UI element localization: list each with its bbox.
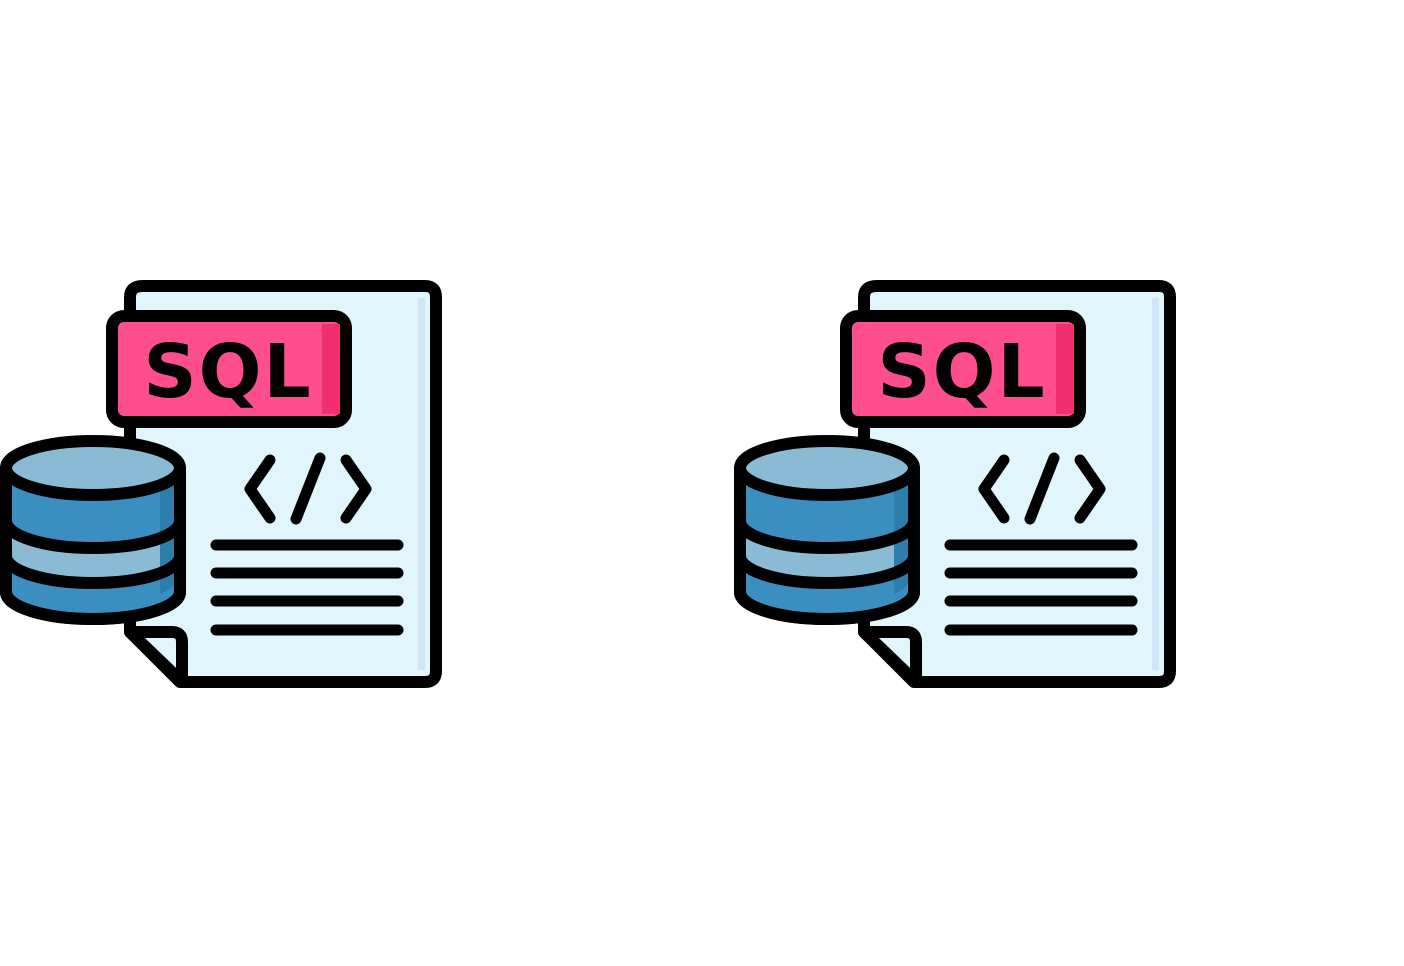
sql-file-icon-right: SQL [734,276,1179,691]
sql-label-text: SQL [877,329,1046,415]
sql-label-bg [106,310,352,428]
document-edge-shade [418,298,425,670]
text-lines-icon [944,539,1138,636]
folded-corner [124,626,188,688]
code-icon [978,452,1106,525]
sql-label-text: SQL [143,329,312,415]
sql-database-file-icon: SQL [0,280,442,688]
sql-label-bg [840,310,1086,428]
folded-corner [858,626,922,688]
document-edge-shade [1152,298,1159,670]
database-icon [0,435,186,625]
code-icon [244,452,372,525]
sql-file-icon-left: SQL [0,276,445,691]
text-lines-icon [210,539,404,636]
sql-label-shade [1056,324,1074,414]
sql-label-shade [322,324,340,414]
database-icon [734,435,920,625]
sql-database-file-icon: SQL [734,280,1176,688]
